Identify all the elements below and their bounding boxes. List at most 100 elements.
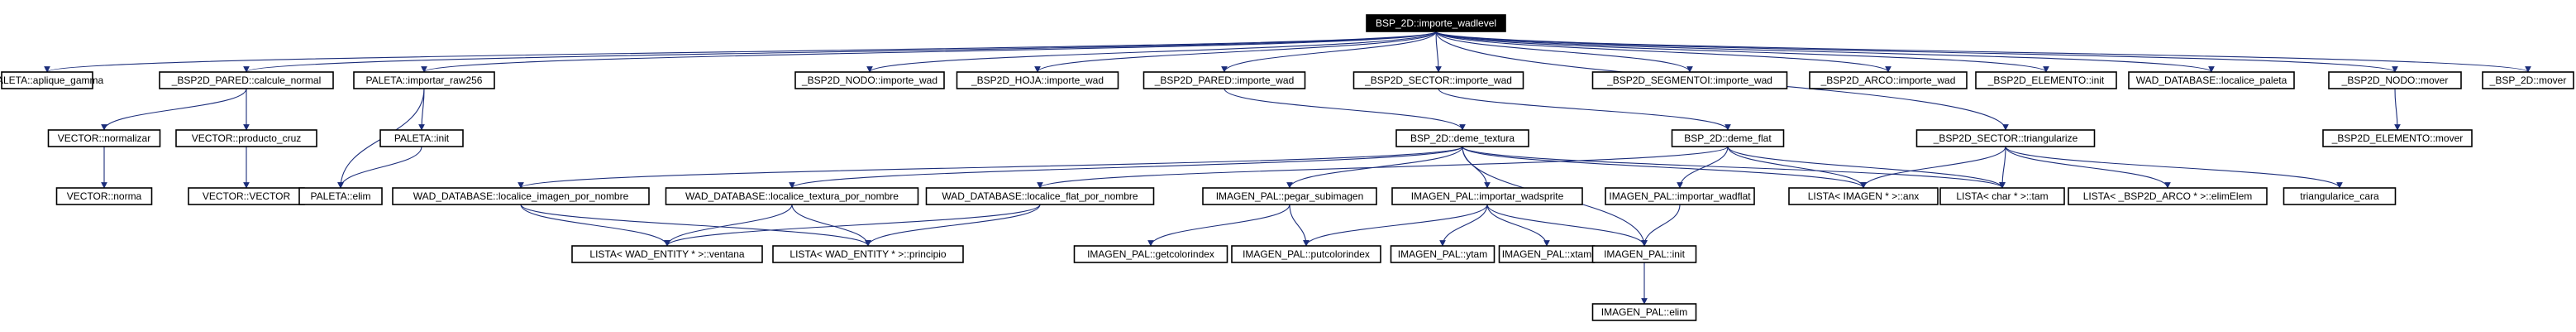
node-box [175,129,317,147]
node-lista-char-tam[interactable]: LISTA< char * >::tam [1939,187,2065,205]
node-wad-paleta[interactable]: WAD_DATABASE::localice_paleta [2128,71,2295,89]
node-box [571,245,763,263]
edge-wad-imagen-to-lista-wad-principio [520,204,871,247]
node-label: IMAGEN_PAL::importar_wadflat [1609,190,1751,202]
node-box [1395,129,1529,147]
node-deme-textura[interactable]: BSP_2D::deme_textura [1395,129,1529,147]
node-box [2482,71,2574,89]
edge-img-wadsprite-to-img-putcolor [1303,204,1488,247]
node-label: _BSP2D_PARED::calcule_normal [171,75,322,86]
node-box [1915,129,2096,147]
node-hoja-wad[interactable]: _BSP2D_HOJA::importe_wad [956,71,1119,89]
edge-deme-flat-to-wad-flat [1037,146,1729,189]
node-label: LISTA< WAD_ENTITY * >::ventana [589,248,745,260]
edge-wad-flat-to-lista-wad-principio [865,204,1041,247]
node-sector-tri[interactable]: _BSP2D_SECTOR::triangularize [1915,129,2096,147]
node-box [1591,71,1788,89]
node-vector-norma[interactable]: VECTOR::norma [55,187,153,205]
node-box [1591,245,1697,263]
node-label: BSP_2D::importe_wadlevel [1376,17,1496,29]
edge-paleta-init-to-paleta-elim [337,146,422,189]
node-pared-normal[interactable]: _BSP2D_PARED::calcule_normal [159,71,334,89]
node-vector-norm[interactable]: VECTOR::normalizar [47,129,161,147]
node-nodo-mover[interactable]: _BSP2D_NODO::mover [2328,71,2462,89]
node-wad-flat[interactable]: WAD_DATABASE::localice_flat_por_nombre [925,187,1155,205]
node-box [1202,187,1377,205]
node-wad-textura[interactable]: WAD_DATABASE::localice_textura_por_nombr… [665,187,919,205]
node-label: PALETA::elim [311,190,371,202]
node-img-ytam[interactable]: IMAGEN_PAL::ytam [1390,245,1496,263]
node-bsp-mover[interactable]: _BSP_2D::mover [2482,71,2574,89]
node-segmento-wad[interactable]: _BSP2D_SEGMENTOI::importe_wad [1591,71,1788,89]
edge-root-to-paleta-raw [421,31,1437,73]
node-elemento-init[interactable]: _BSP2D_ELEMENTO::init [1975,71,2117,89]
node-img-getcolor[interactable]: IMAGEN_PAL::getcolorindex [1073,245,1228,263]
node-arco-wad[interactable]: _BSP2D_ARCO::importe_wad [1809,71,1968,89]
node-root[interactable]: BSP_2D::importe_wadlevel [1366,14,1506,32]
node-tri-cara[interactable]: triangularice_cara [2283,187,2397,205]
node-box [379,129,464,147]
node-deme-flat[interactable]: BSP_2D::deme_flat [1671,129,1785,147]
node-paleta-elim[interactable]: PALETA::elim [298,187,383,205]
node-img-xtam[interactable]: IMAGEN_PAL::xtam [1498,245,1596,263]
node-label: IMAGEN_PAL::importar_wadsprite [1411,190,1564,202]
node-label: _BSP2D_ARCO::importe_wad [1820,75,1956,86]
node-box [2322,129,2473,147]
edge-root-to-sector-wad [1435,31,1442,73]
node-box [665,187,919,205]
edge-nodo-mover-to-elemento-mover [2394,88,2401,131]
node-label: _BSP2D_HOJA::importe_wad [971,75,1104,86]
node-box [2283,187,2397,205]
node-paleta-gamma[interactable]: PALETA::aplique_gamma [0,71,103,89]
node-paleta-init[interactable]: PALETA::init [379,129,464,147]
node-label: VECTOR::producto_cruz [192,132,302,144]
node-box [298,187,383,205]
edge-sector-tri-to-lista-imagen-anx [1860,146,2006,189]
node-img-wadsprite[interactable]: IMAGEN_PAL::importar_wadsprite [1391,187,1583,205]
node-elemento-mover[interactable]: _BSP2D_ELEMENTO::mover [2322,129,2473,147]
node-label: LISTA< _BSP2D_ARCO * >::elimElem [2083,190,2253,202]
node-pared-wad[interactable]: _BSP2D_PARED::importe_wad [1143,71,1306,89]
node-lista-wad-principio[interactable]: LISTA< WAD_ENTITY * >::principio [772,245,964,263]
node-label: WAD_DATABASE::localice_textura_por_nombr… [685,190,899,202]
node-wad-imagen[interactable]: WAD_DATABASE::localice_imagen_por_nombre [392,187,650,205]
node-box [956,71,1119,89]
node-box [1073,245,1228,263]
edge-img-wadsprite-to-img-init [1486,204,1648,247]
edge-img-wadflat-to-img-init [1641,204,1681,247]
node-vector-cruz[interactable]: VECTOR::producto_cruz [175,129,317,147]
node-box [1605,187,1755,205]
node-paleta-raw[interactable]: PALETA::importar_raw256 [353,71,495,89]
node-label: _BSP2D_ELEMENTO::mover [2331,132,2464,144]
node-img-elim[interactable]: IMAGEN_PAL::elim [1591,303,1697,321]
node-label: _BSP2D_SECTOR::triangularize [1933,132,2078,144]
node-box [772,245,964,263]
node-lista-imagen-anx[interactable]: LISTA< IMAGEN * >::anx [1788,187,1939,205]
node-box [1,71,93,89]
node-img-wadflat[interactable]: IMAGEN_PAL::importar_wadflat [1605,187,1755,205]
node-lista-arco-elim[interactable]: LISTA< _BSP2D_ARCO * >::elimElem [2068,187,2268,205]
node-img-subimagen[interactable]: IMAGEN_PAL::pegar_subimagen [1202,187,1377,205]
edge-root-to-bsp-mover [1435,31,2531,73]
node-img-putcolor[interactable]: IMAGEN_PAL::putcolorindex [1231,245,1381,263]
node-label: PALETA::init [394,132,450,144]
edge-root-to-pared-normal [243,31,1437,73]
node-lista-wad-ventana[interactable]: LISTA< WAD_ENTITY * >::ventana [571,245,763,263]
node-label: LISTA< IMAGEN * >::anx [1808,190,1920,202]
node-box [1352,71,1524,89]
edge-img-subimagen-to-img-putcolor [1289,204,1309,247]
node-vector-vector[interactable]: VECTOR::VECTOR [188,187,305,205]
node-box [1939,187,2065,205]
node-label: PALETA::importar_raw256 [366,75,483,86]
node-box [159,71,334,89]
node-img-init[interactable]: IMAGEN_PAL::init [1591,245,1697,263]
node-box [1809,71,1968,89]
node-label: VECTOR::norma [67,190,142,202]
node-label: IMAGEN_PAL::xtam [1502,248,1591,260]
node-sector-wad[interactable]: _BSP2D_SECTOR::importe_wad [1352,71,1524,89]
node-box [925,187,1155,205]
edge-deme-flat-to-lista-char-tam [1727,146,2006,189]
node-box [47,129,161,147]
node-nodo-wad[interactable]: _BSP2D_NODO::importe_wad [794,71,945,89]
node-box [1143,71,1306,89]
